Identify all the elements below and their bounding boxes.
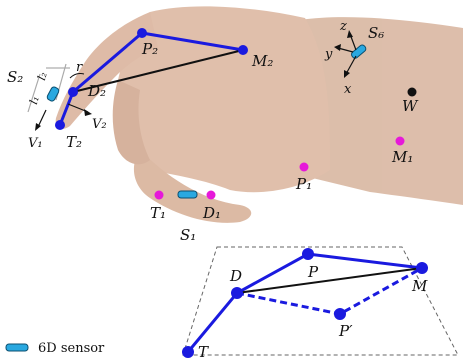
joint-P2 <box>137 28 147 38</box>
sensor-S2-body <box>46 86 60 102</box>
inset-label-P: P <box>307 263 319 281</box>
axis-x-head <box>344 70 350 78</box>
inset-label-P-prime: P′ <box>338 322 353 340</box>
axis-y <box>337 47 354 53</box>
inset-schematic: D P M P′ T <box>182 246 459 360</box>
inset-joint-P-prime <box>334 308 346 320</box>
inset-joint-T <box>182 346 194 358</box>
thumb-markers <box>154 136 405 200</box>
inset-label-M: M <box>411 277 428 295</box>
marker-P1 <box>299 162 309 172</box>
label-V2: V₂ <box>92 117 107 132</box>
sensor-S1-body <box>177 190 198 199</box>
legend-sensor-label: 6D sensor <box>38 341 105 356</box>
thumb-shape <box>133 150 252 223</box>
label-l2: l₂ <box>35 70 50 81</box>
inset-chain-solid <box>186 252 423 353</box>
inset-label-D: D <box>229 267 242 285</box>
label-T2: T₂ <box>66 133 82 151</box>
joint-M2 <box>238 45 248 55</box>
inset-joint-P <box>302 248 314 260</box>
label-x: x <box>344 82 352 97</box>
joint-D2 <box>68 87 78 97</box>
legend-sensor-icon <box>5 343 29 352</box>
radius-arc <box>69 73 85 79</box>
inset-D-M-link <box>236 267 423 294</box>
arrow-V2-head <box>84 109 92 116</box>
label-M2: M₂ <box>251 52 273 70</box>
label-l1: l₁ <box>27 94 42 105</box>
axis-z-head <box>347 30 353 38</box>
curled-fingers-shape <box>112 80 150 165</box>
label-S6: S₆ <box>368 24 384 42</box>
label-y: y <box>324 47 333 62</box>
marker-M1 <box>395 136 405 146</box>
arrow-V1 <box>37 109 47 128</box>
axis-x <box>345 55 357 75</box>
label-D2: D₂ <box>87 82 106 100</box>
joint-T2 <box>55 120 65 130</box>
label-S2: S₂ <box>7 68 23 86</box>
label-S1: S₁ <box>180 226 196 244</box>
label-M1: M₁ <box>391 148 413 166</box>
point-W <box>407 87 417 97</box>
arrow-V1-head <box>35 123 41 131</box>
sensor-S2 <box>27 63 92 131</box>
index-mcp-dip-link <box>72 49 244 93</box>
sensor-S6 <box>334 30 367 78</box>
label-W: W <box>402 97 419 115</box>
marker-D1 <box>206 190 216 200</box>
label-P2: P₂ <box>141 40 158 58</box>
inset-frame <box>182 246 459 356</box>
index-chain-links <box>58 31 244 126</box>
label-D1: D₁ <box>202 204 221 222</box>
inset-chain-dashed <box>236 266 423 316</box>
legend: 6D sensor <box>5 341 105 356</box>
inset-joint-D <box>231 287 243 299</box>
inset-label-T: T <box>198 343 209 360</box>
index-chain <box>55 28 248 130</box>
sensor-S6-body <box>351 44 367 59</box>
label-V1: V₁ <box>28 136 43 151</box>
axis-y-head <box>334 44 341 51</box>
sensor-S2-dim-frame-a <box>27 73 41 113</box>
label-z: z <box>339 19 347 34</box>
forearm-shape <box>300 17 463 205</box>
label-P1: P₁ <box>295 175 312 193</box>
inset-joint-M <box>416 262 428 274</box>
marker-T1 <box>154 190 164 200</box>
hand-label-group: S₂ l₁ l₂ r P₂ M₂ D₂ V₁ V₂ T₂ S₆ z y x W … <box>7 19 419 244</box>
label-r: r <box>76 60 83 75</box>
label-T1: T₁ <box>150 204 166 222</box>
palm-shape <box>118 6 330 193</box>
